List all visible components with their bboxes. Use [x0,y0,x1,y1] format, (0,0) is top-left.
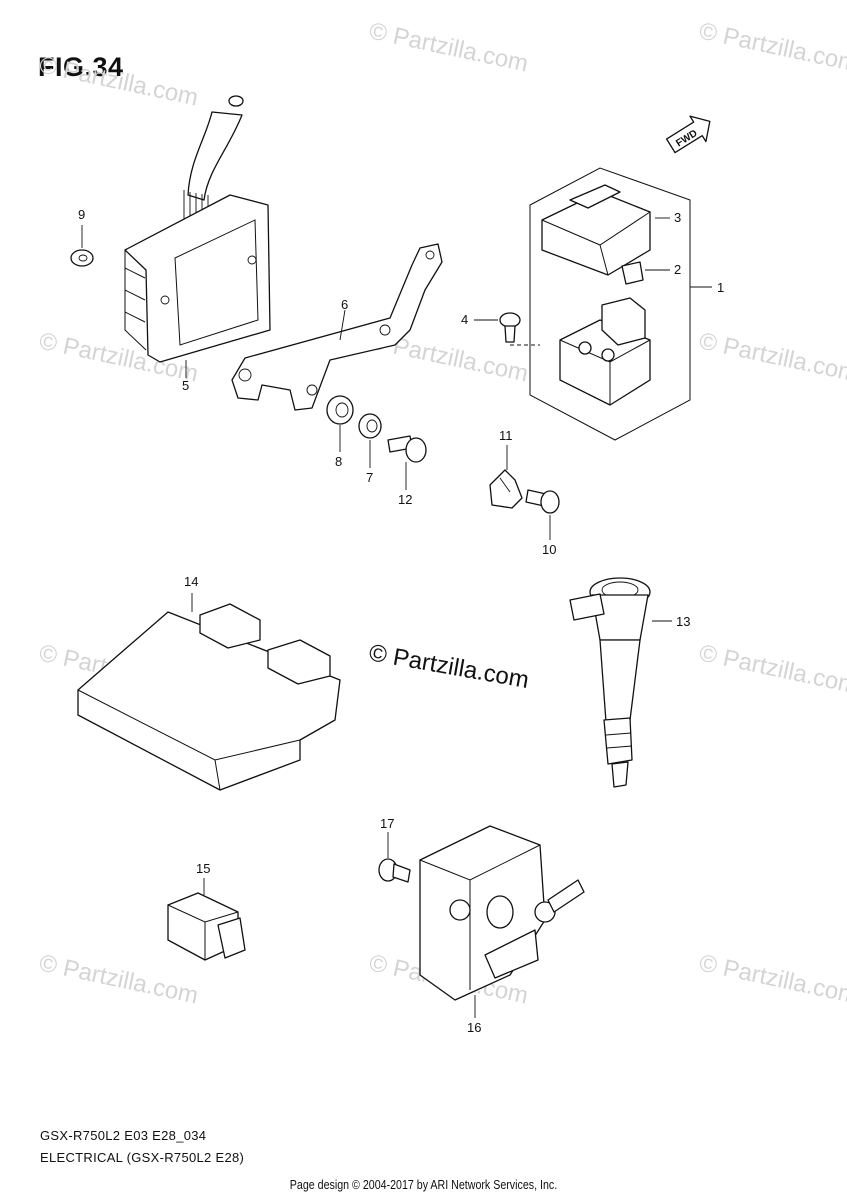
starter-relay[interactable] [559,297,651,406]
watermark-mr: © Partzilla.com [697,327,847,387]
callout-11: 11 [499,428,513,443]
part-1-group-frame [529,167,691,441]
watermark-br: © Partzilla.com [697,949,847,1009]
part-13-ignition-coil[interactable] [569,577,651,788]
callout-7: 7 [366,470,373,485]
part-16-actuator[interactable] [419,825,585,1001]
part-17-bolt[interactable] [378,858,411,883]
watermark-tc: © Partzilla.com [367,17,531,77]
part-4-screw[interactable] [499,312,521,343]
callout-1: 1 [717,280,724,295]
callout-4: 4 [461,312,468,327]
watermark-lr: © Partzilla.com [697,639,847,699]
model-code: GSX-R750L2 E03 E28_034 [40,1128,207,1143]
forward-direction-icon: FWD [665,115,711,154]
callout-10: 10 [542,542,556,557]
watermark-tr: © Partzilla.com [697,17,847,77]
part-15-sensor[interactable] [167,892,246,961]
callout-9: 9 [78,207,85,222]
callout-14: 14 [184,574,198,589]
part-9-nut[interactable] [70,249,94,267]
section-title: ELECTRICAL (GSX-R750L2 E28) [40,1150,245,1165]
part-6-bracket[interactable] [231,243,443,411]
callout-12: 12 [398,492,412,507]
callout-6: 6 [341,297,348,312]
callout-17: 17 [380,816,394,831]
callout-15: 15 [196,861,210,876]
callout-2: 2 [674,262,681,277]
figure-title: FIG.34 [38,52,124,82]
part-11-clamp[interactable] [489,469,523,509]
part-14-ecm[interactable] [77,603,341,791]
part-8-grommet[interactable] [326,395,354,425]
callout-8: 8 [335,454,342,469]
callout-5: 5 [182,378,189,393]
watermark-tl: © Partzilla.com [37,51,201,111]
watermark-bl: © Partzilla.com [37,949,201,1009]
callout-16: 16 [467,1020,481,1035]
callout-13: 13 [676,614,690,629]
part-2-fuse[interactable] [621,261,644,285]
part-7-collar[interactable] [358,413,382,439]
page-credit: Page design © 2004-2017 by ARI Network S… [289,1177,558,1192]
part-12-bolt[interactable] [387,435,427,463]
part-10-bolt[interactable] [525,489,560,514]
callout-3: 3 [674,210,681,225]
part-3-relay-cover[interactable] [541,184,651,276]
center-watermark: © Partzilla.com [367,639,531,694]
leader-lines [81,217,712,1018]
part-5-regulator-rectifier[interactable] [124,95,271,363]
